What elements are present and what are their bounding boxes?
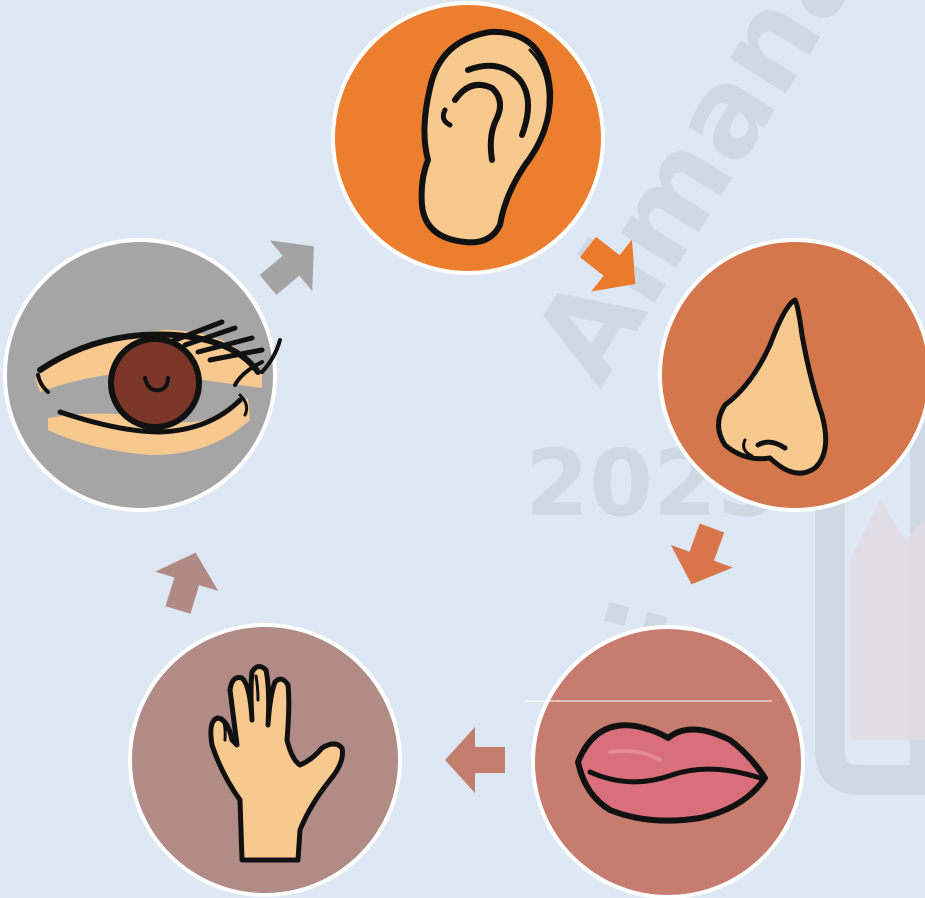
sense-node-touch xyxy=(130,625,400,895)
arrow-eye-to-ear xyxy=(247,221,335,310)
eye-iris xyxy=(111,339,199,427)
sense-node-hearing xyxy=(333,3,603,273)
arrow-hand-to-eye xyxy=(146,543,227,620)
sense-node-sight xyxy=(5,240,280,510)
watermark-fill xyxy=(850,500,925,740)
sense-node-smell xyxy=(660,240,925,510)
arrow-lips-to-hand xyxy=(445,727,505,793)
